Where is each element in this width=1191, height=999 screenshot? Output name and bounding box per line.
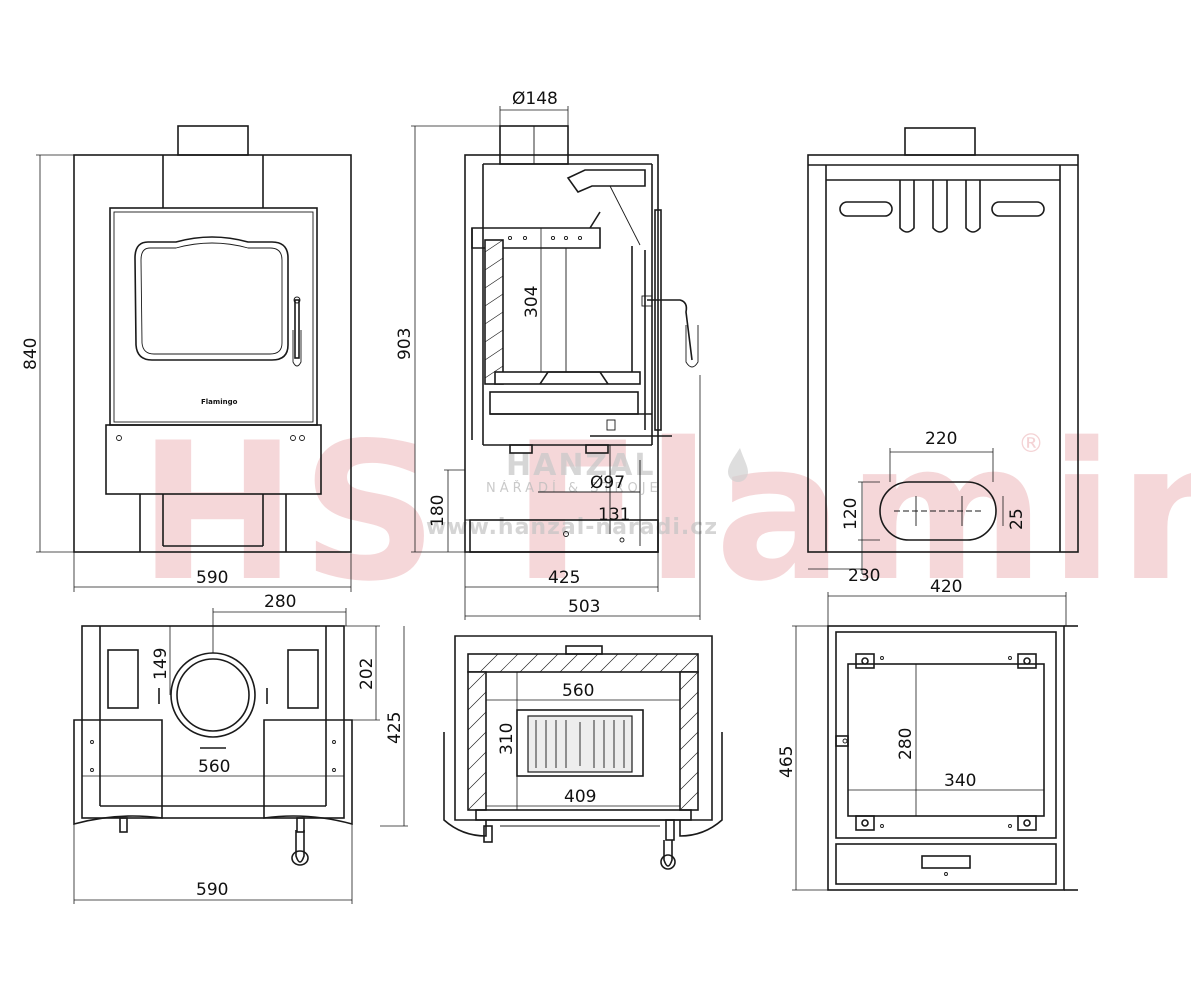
rear-view: 220 120 25 230 420 (807, 127, 1079, 626)
side-total-depth-dimension: 503 (568, 597, 600, 617)
rear-width-dimension: 420 (930, 577, 962, 597)
registered-mark: ® (1018, 429, 1044, 459)
side-section-view: Ø148 903 304 180 Ø97 131 425 503 (395, 89, 701, 620)
section-height-dimension: 310 (497, 723, 517, 755)
dealer-watermark-subtext: NÁŘADÍ & STROJE (486, 480, 662, 496)
base-depth-dimension: 465 (777, 746, 797, 778)
door-badge: Flamingo (201, 398, 238, 406)
rear-hole-offset-dimension: 230 (848, 566, 880, 586)
section-width-dimension: 560 (562, 681, 594, 701)
brand-watermark-text: HS Flamingo (138, 402, 1191, 623)
dealer-watermark-text: HANZAL (506, 448, 656, 483)
air-inlet-height-dimension: 180 (428, 495, 448, 527)
front-width-dimension: 590 (196, 568, 228, 588)
top-depth-202-dimension: 202 (357, 658, 377, 690)
section-grate-dimension: 409 (564, 787, 596, 807)
top-flue-offset-dimension: 280 (264, 592, 296, 612)
dealer-url-watermark: www.hanzal-naradi.cz (426, 515, 718, 540)
base-view: 465 280 340 (777, 625, 1078, 891)
firebox-height-dimension: 304 (522, 286, 542, 318)
dealer-watermark: HANZAL NÁŘADÍ & STROJE www.hanzal-naradi… (426, 448, 748, 540)
droplet-icon (728, 448, 748, 482)
base-height-dimension: 280 (896, 728, 916, 760)
rear-hole-radius-dimension: 25 (1007, 508, 1027, 530)
front-view: Flamingo 840 590 (21, 125, 352, 592)
horizontal-section-view: 560 310 409 (443, 635, 723, 870)
top-width-dimension: 590 (196, 880, 228, 900)
side-height-dimension: 903 (395, 328, 415, 360)
front-height-dimension: 840 (21, 338, 41, 370)
top-view: 280 149 202 425 560 590 (73, 592, 408, 904)
rear-hole-height-dimension: 120 (841, 498, 861, 530)
side-depth-dimension: 425 (548, 568, 580, 588)
flue-diameter-dimension: Ø148 (512, 89, 558, 109)
top-depth-dimension: 425 (385, 712, 405, 744)
air-inlet-offset-dimension: 131 (598, 505, 630, 525)
air-inlet-diameter-dimension: Ø97 (590, 473, 625, 493)
top-flue-distance-dimension: 149 (151, 648, 171, 680)
base-width-dimension: 340 (944, 771, 976, 791)
rear-hole-span-dimension: 220 (925, 429, 957, 449)
top-inner-width-dimension: 560 (198, 757, 230, 777)
brand-watermark: HS Flamingo ® (138, 402, 1191, 623)
